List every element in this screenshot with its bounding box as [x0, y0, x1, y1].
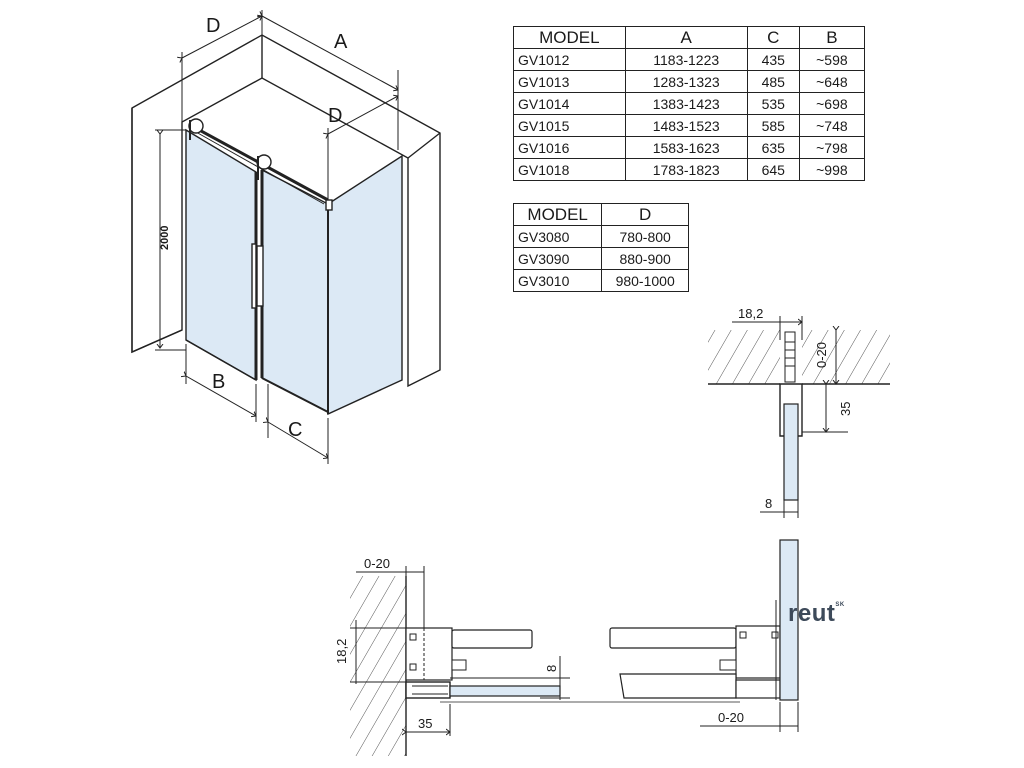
table-row: GV1016 1583-1623 635 ~798 [513, 136, 866, 159]
dim-label-8-top: 8 [765, 496, 772, 511]
dim-label-18-2-top: 18,2 [738, 306, 763, 321]
table-row: GV1013 1283-1323 485 ~648 [513, 70, 866, 93]
table-header: MODEL [512, 203, 603, 226]
dim-label-0-20-right: 0-20 [718, 710, 744, 725]
dim-label-0-20-top: 0-20 [814, 342, 829, 368]
rail-detail [708, 316, 890, 518]
table-cell: GV1015 [513, 114, 626, 137]
table-cell: 1783-1823 [624, 158, 748, 181]
glass-panel-right [327, 154, 403, 416]
table-cell: 1283-1323 [624, 70, 748, 93]
dim-label-c: C [288, 419, 302, 441]
table-header: A [624, 26, 748, 49]
table-cell: ~798 [798, 136, 866, 159]
table-row: GV1018 1783-1823 645 ~998 [513, 158, 866, 181]
table-row: GV3080 780-800 [512, 225, 689, 248]
table-header-row: MODEL D [512, 203, 689, 226]
table-cell: GV1012 [513, 48, 626, 71]
table-cell: 535 [746, 92, 800, 115]
iso-dimensions [155, 10, 398, 464]
dim-label-b: B [212, 371, 225, 393]
dim-label-0-20-left: 0-20 [364, 556, 390, 571]
table-cell: 435 [746, 48, 800, 71]
dim-label-35-bottom: 35 [418, 716, 432, 731]
isometric-view [131, 34, 441, 416]
table-cell: GV3080 [512, 225, 603, 248]
table-cell: 980-1000 [601, 269, 689, 292]
table-cell: GV1013 [513, 70, 626, 93]
dim-label-height: 2000 [159, 226, 171, 250]
table-cell: 1583-1623 [624, 136, 748, 159]
table-cell: 635 [746, 136, 800, 159]
table-row: GV3090 880-900 [512, 247, 689, 270]
table-cell: GV1018 [513, 158, 626, 181]
table-header: MODEL [513, 26, 626, 49]
glass-panel-left [185, 128, 257, 382]
brand-name: reut [788, 600, 836, 627]
brand-logo: reutSK [788, 600, 845, 628]
dim-label-18-2-bottom: 18,2 [334, 639, 349, 664]
table-cell: 880-900 [601, 247, 689, 270]
plan-detail [350, 539, 799, 756]
dimensions-table-side: MODEL D GV3080 780-800 GV3090 880-900 GV… [512, 203, 689, 292]
table-cell: ~648 [798, 70, 866, 93]
table-cell: 1483-1523 [624, 114, 748, 137]
table-header: B [798, 26, 866, 49]
table-cell: 780-800 [601, 225, 689, 248]
table-cell: ~998 [798, 158, 866, 181]
dim-label-a: A [334, 31, 348, 53]
dim-label-35-top: 35 [838, 402, 853, 416]
table-header: C [746, 26, 800, 49]
table-cell: GV3090 [512, 247, 603, 270]
dimensions-table-main: MODEL A C B GV1012 1183-1223 435 ~598 GV… [513, 26, 866, 181]
table-cell: ~748 [798, 114, 866, 137]
dim-label-8-bottom: 8 [544, 665, 559, 672]
table-cell: ~598 [798, 48, 866, 71]
table-row: GV3010 980-1000 [512, 269, 689, 292]
table-header-row: MODEL A C B [513, 26, 866, 49]
table-cell: ~698 [798, 92, 866, 115]
glass-door [261, 168, 329, 414]
table-cell: 645 [746, 158, 800, 181]
dim-label-d-top: D [206, 15, 220, 37]
table-row: GV1012 1183-1223 435 ~598 [513, 48, 866, 71]
table-header: D [601, 203, 689, 226]
table-cell: 485 [746, 70, 800, 93]
table-cell: 1383-1423 [624, 92, 748, 115]
table-cell: 585 [746, 114, 800, 137]
dim-label-d-right: D [328, 105, 342, 127]
table-cell: GV1016 [513, 136, 626, 159]
table-cell: 1183-1223 [624, 48, 748, 71]
brand-suffix: SK [835, 602, 845, 608]
table-row: GV1015 1483-1523 585 ~748 [513, 114, 866, 137]
table-cell: GV3010 [512, 269, 603, 292]
table-row: GV1014 1383-1423 535 ~698 [513, 92, 866, 115]
table-cell: GV1014 [513, 92, 626, 115]
